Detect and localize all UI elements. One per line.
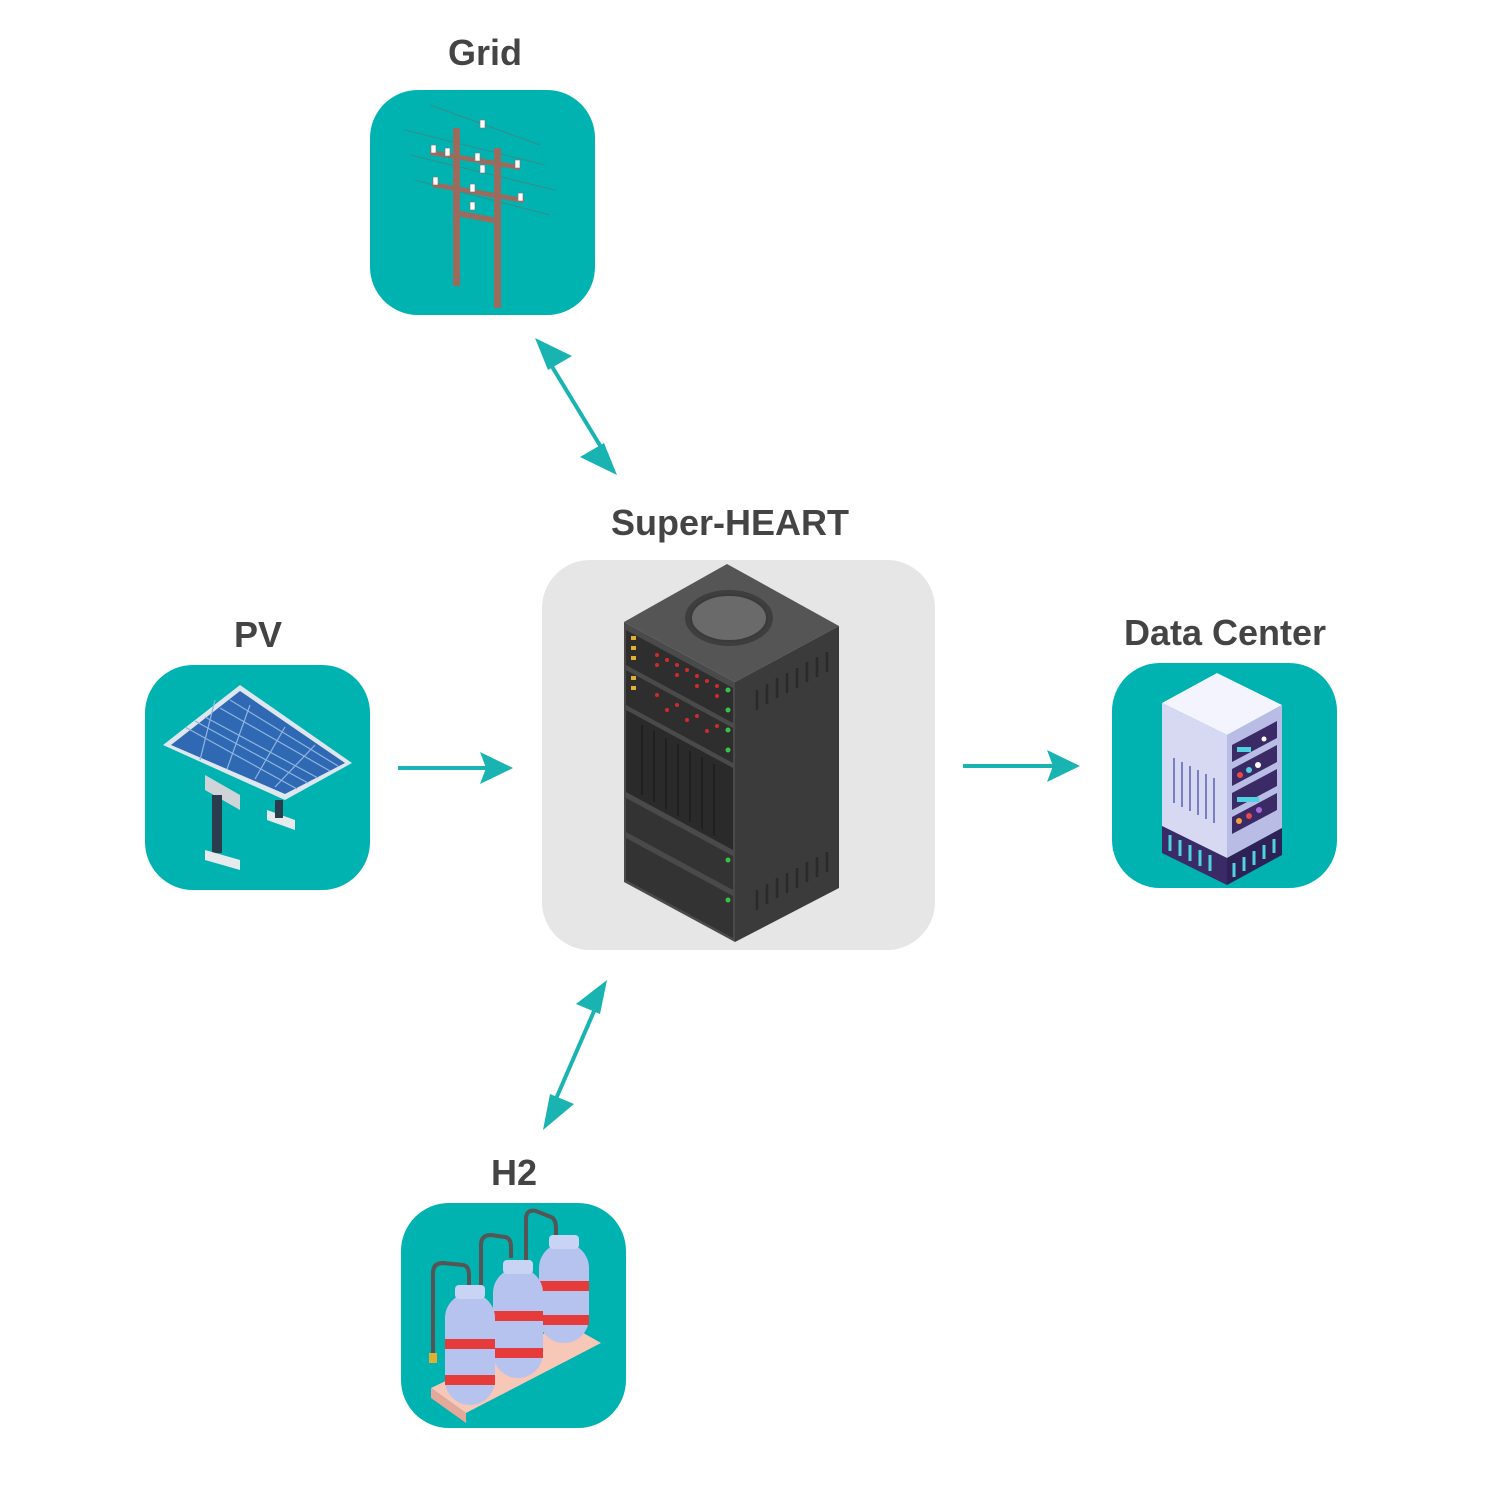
pv-center-arrow [398,752,513,784]
center-datacenter-arrow [963,750,1080,782]
h2-label: H2 [490,1152,538,1193]
h2-center-arrow [543,980,607,1130]
grid-label: Grid [447,32,522,73]
pv-tile[interactable] [145,665,370,890]
hydrogen-tanks-icon [429,1208,601,1423]
grid-center-arrow [535,338,617,475]
solar-panel-icon [163,685,352,870]
data-center-label: Data Center [1123,612,1327,653]
h2-tile[interactable] [401,1203,626,1428]
pv-label: PV [233,614,283,655]
super-heart-label: Super-HEART [610,502,849,543]
power-pole-icon [404,104,556,308]
grid-tile[interactable] [370,90,595,315]
data-center-tile[interactable] [1112,663,1337,888]
data-center-server-icon [1162,673,1282,885]
super-heart-tile[interactable] [542,560,935,950]
server-rack-icon [624,564,839,942]
